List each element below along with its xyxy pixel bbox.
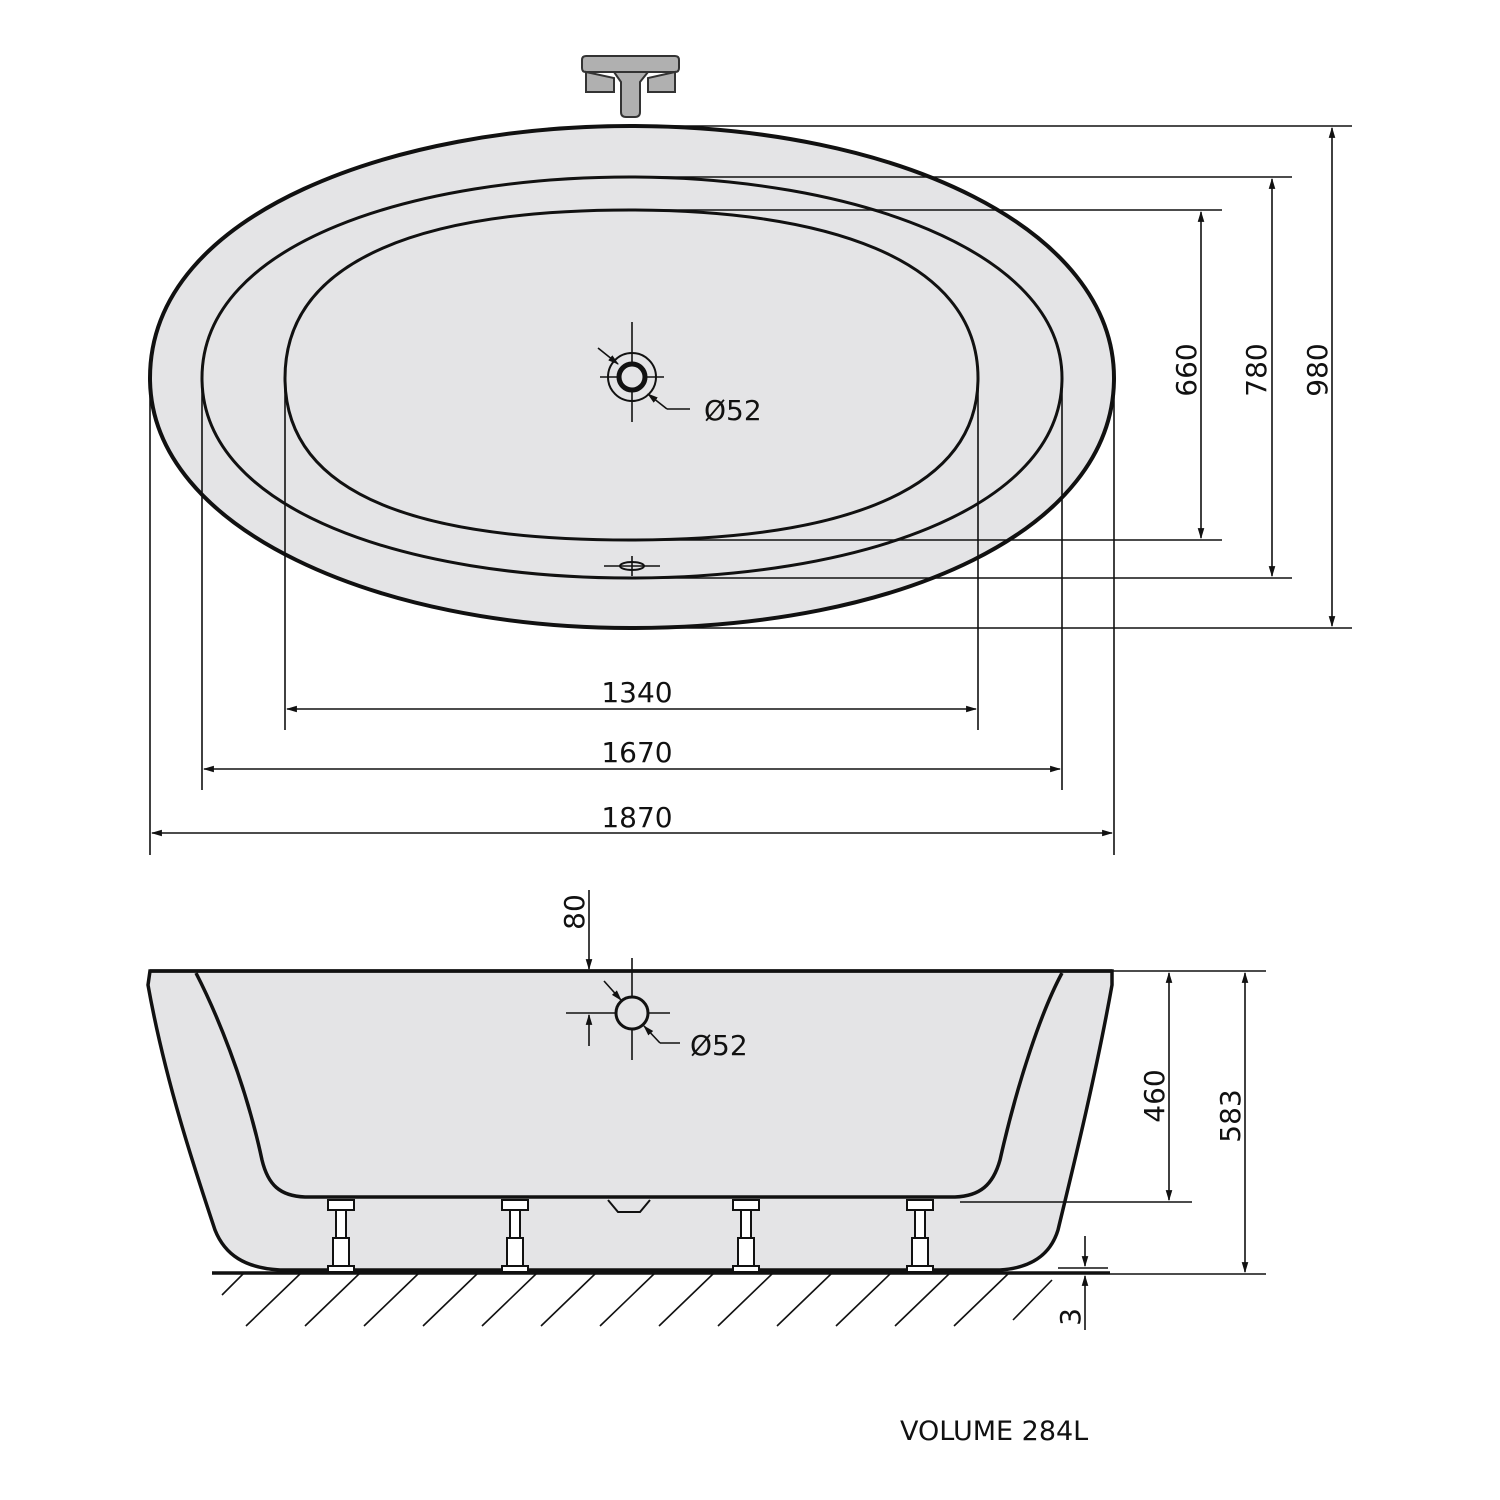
overflow-offset-label: 80 — [558, 894, 591, 930]
floor-hatch-icon — [221, 1272, 1053, 1327]
side-inner-basin — [194, 972, 1064, 1199]
support-leg-icon — [501, 1199, 529, 1273]
drain-icon — [597, 322, 690, 422]
support-leg-icon — [732, 1199, 760, 1273]
side-view: Ø52 80 — [146, 890, 1266, 1330]
overflow-icon — [604, 556, 660, 576]
support-leg-icon — [327, 1199, 355, 1273]
length-1340-label: 1340 — [601, 676, 672, 709]
overflow-icon — [566, 958, 680, 1060]
support-leg-icon — [906, 1199, 934, 1273]
length-1870-label: 1870 — [601, 801, 672, 834]
overflow-diameter-label: Ø52 — [690, 1029, 748, 1062]
faucet-icon — [581, 55, 680, 118]
depth-460-label: 460 — [1138, 1069, 1171, 1122]
height-583-label: 583 — [1214, 1089, 1247, 1142]
volume-note: VOLUME 284L — [900, 1416, 1088, 1447]
width-980-label: 980 — [1301, 343, 1334, 396]
width-780-label: 780 — [1240, 343, 1273, 396]
floor-gap-label: 3 — [1054, 1308, 1087, 1326]
top-view: Ø52 660 780 980 1340 1670 — [147, 55, 1352, 855]
length-1670-label: 1670 — [601, 736, 672, 769]
drain-diameter-label: Ø52 — [704, 394, 762, 427]
width-660-label: 660 — [1170, 343, 1203, 396]
